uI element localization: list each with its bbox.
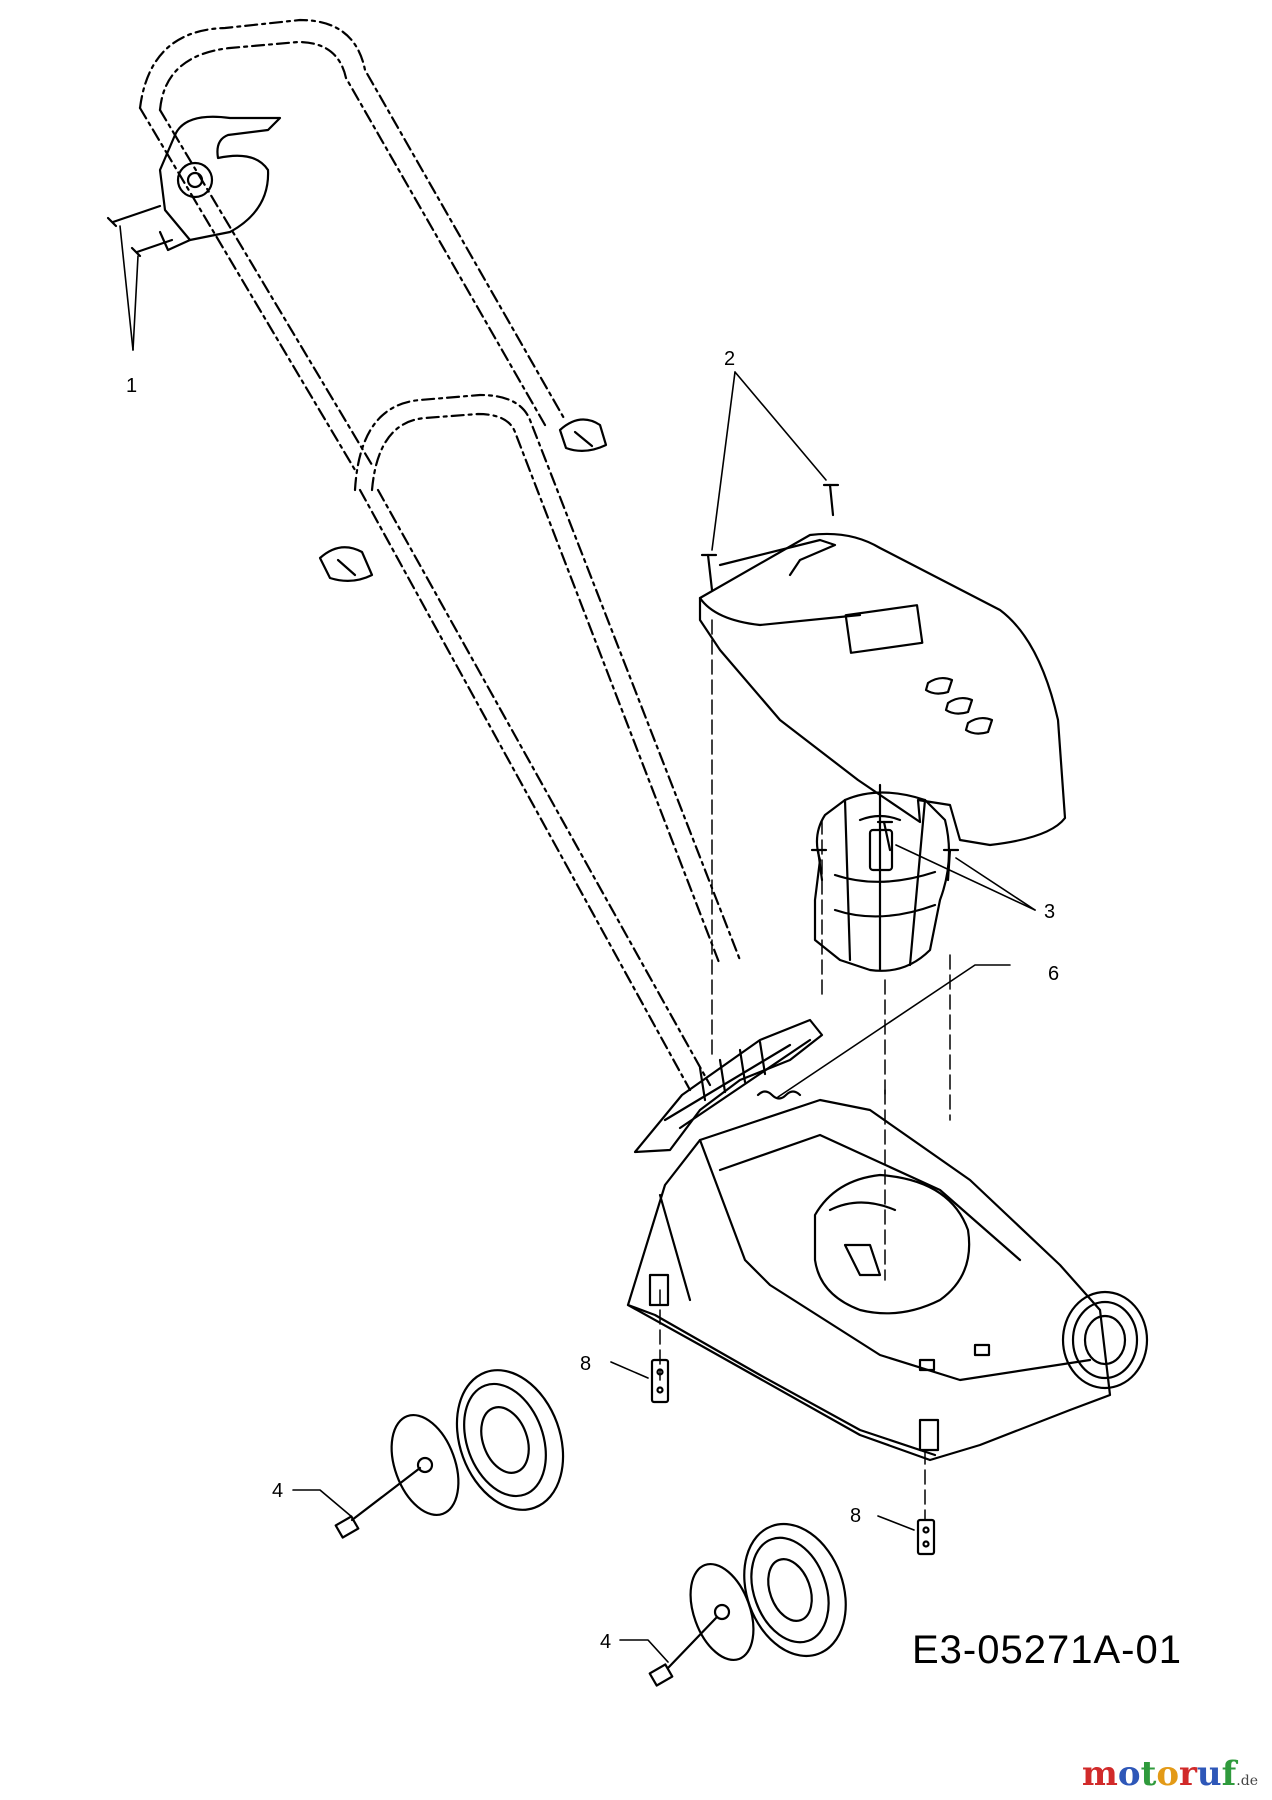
motor: [813, 783, 951, 972]
height-adjust-clip-left: [650, 1358, 670, 1404]
callout-4a: 4: [272, 1480, 283, 1502]
callout-line-4a: [292, 1489, 353, 1518]
rear-wheel-right: [1061, 1290, 1149, 1390]
assembly-lines: [659, 619, 951, 1521]
callout-1: 1: [126, 375, 137, 397]
callout-4b: 4: [600, 1631, 611, 1653]
wheel-right: [689, 1522, 847, 1662]
callout-lines-8: [610, 1361, 915, 1531]
callout-8b: 8: [850, 1505, 861, 1527]
spring: [756, 1090, 802, 1100]
handle-screws: [106, 204, 174, 258]
callout-3: 3: [1044, 901, 1055, 923]
cover-screws: [700, 483, 840, 592]
watermark-suffix: .de: [1236, 1773, 1258, 1789]
axle-bolt-right: [648, 1616, 718, 1687]
drawing-code: E3-05271A-01: [912, 1628, 1182, 1672]
callout-6: 6: [1048, 963, 1059, 985]
callout-2: 2: [724, 348, 735, 370]
callout-line-4b: [619, 1639, 669, 1663]
callout-lines-1: [119, 225, 139, 351]
lower-handle: [353, 393, 742, 1092]
mower-deck: [626, 1098, 1112, 1462]
grass-deflector: [633, 1018, 824, 1154]
callout-lines-2: [711, 371, 827, 551]
callout-8a: 8: [580, 1353, 591, 1375]
wheel-left: [390, 1369, 565, 1517]
handle-knob-left: [318, 546, 374, 582]
height-adjust-clip-right: [916, 1518, 936, 1556]
axle-bolt-left: [334, 1466, 422, 1539]
callout-line-6: [777, 964, 1011, 1098]
handle-knob-right: [558, 418, 608, 452]
handle-switch-box: [158, 115, 282, 252]
watermark-logo: motoruf.de: [1081, 1754, 1258, 1794]
motor-screws: [810, 820, 960, 882]
upper-handle: [138, 18, 567, 472]
callout-lines-3: [895, 844, 1036, 911]
motor-cover: [698, 532, 1067, 847]
